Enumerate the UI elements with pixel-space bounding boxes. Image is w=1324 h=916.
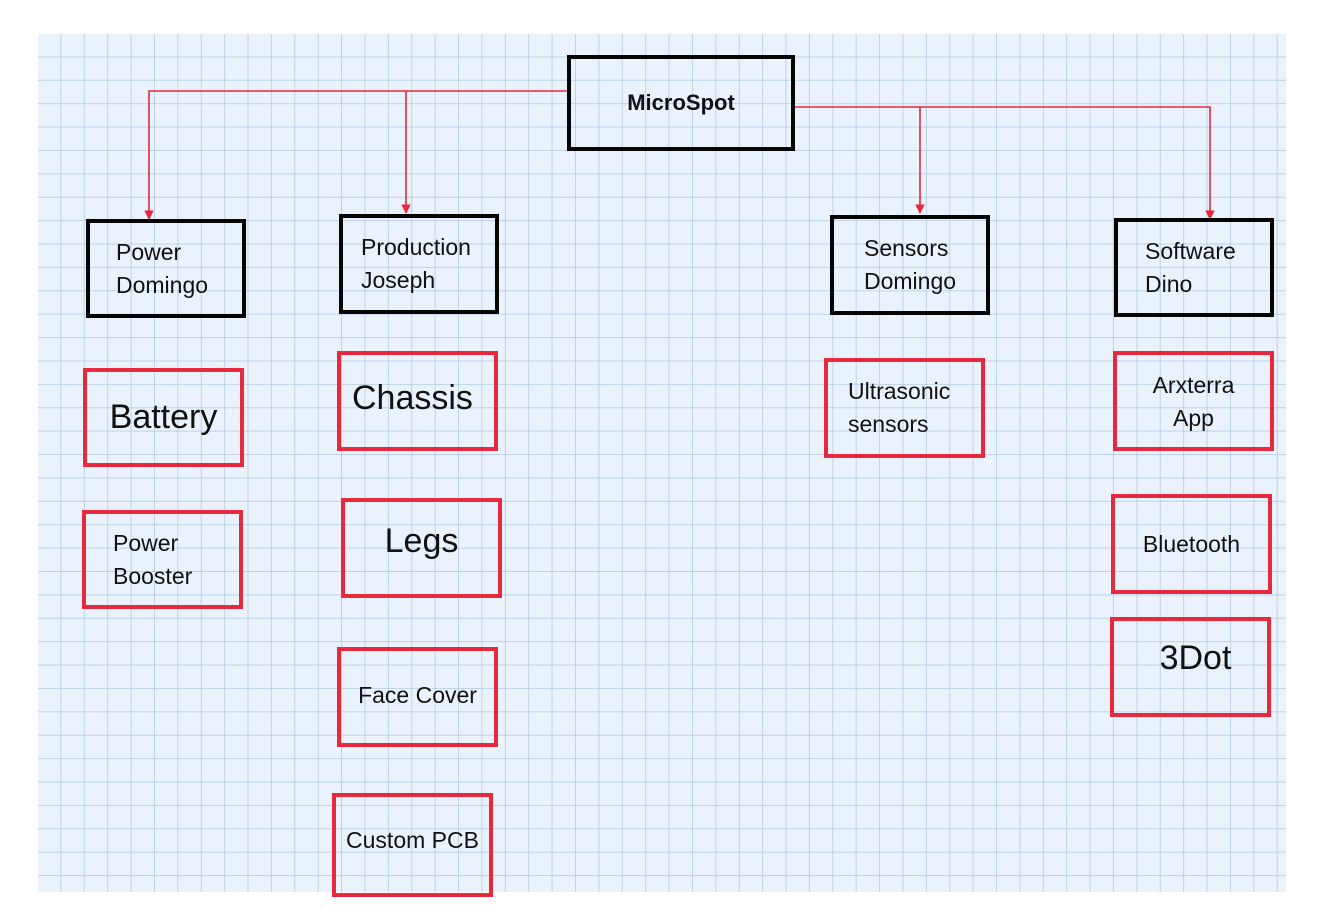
task-node-label-line2: Booster (113, 562, 193, 589)
task-node-label-line2: sensors (848, 411, 929, 437)
task-node-3dot[interactable]: 3Dot (1110, 617, 1271, 717)
task-node-label: Bluetooth (1142, 530, 1241, 557)
task-node-arxterra-app[interactable]: Arxterra App (1113, 351, 1274, 451)
task-node-bluetooth[interactable]: Bluetooth (1111, 494, 1272, 594)
task-node-label: Face Cover (358, 682, 477, 708)
task-node-power-booster[interactable]: Power Booster (82, 510, 243, 609)
team-node-title: Power (116, 238, 182, 265)
task-node-battery[interactable]: Battery (83, 368, 244, 467)
team-node-lead: Domingo (864, 268, 957, 294)
task-node-label: Power (113, 529, 179, 556)
task-node-label: Legs (384, 522, 459, 560)
task-node-label: 3Dot (1159, 639, 1232, 677)
team-node-title: Sensors (864, 235, 949, 261)
task-node-legs[interactable]: Legs (341, 498, 502, 598)
team-node-production[interactable]: Production Joseph (339, 214, 499, 314)
task-node-label: Arxterra (1152, 372, 1235, 398)
root-node-label: MicroSpot (627, 90, 735, 115)
task-node-label: Ultrasonic (848, 378, 951, 404)
team-node-lead: Domingo (116, 271, 209, 298)
team-node-lead: Joseph (361, 267, 436, 293)
team-node-title: Software (1145, 237, 1236, 264)
team-node-lead: Dino (1145, 270, 1193, 297)
root-node-microspot[interactable]: MicroSpot (567, 55, 795, 151)
task-node-ultrasonic-sensors[interactable]: Ultrasonic sensors (824, 358, 985, 458)
task-node-face-cover[interactable]: Face Cover (337, 647, 498, 747)
task-node-label-line2: App (1173, 405, 1214, 431)
task-node-label: Custom PCB (346, 827, 479, 853)
team-node-sensors[interactable]: Sensors Domingo (830, 215, 990, 315)
team-node-title: Production (361, 234, 471, 260)
task-node-custom-pcb[interactable]: Custom PCB (332, 793, 493, 897)
team-node-power[interactable]: Power Domingo (86, 219, 246, 318)
task-node-chassis[interactable]: Chassis (337, 351, 498, 451)
task-node-label: Battery (109, 398, 218, 436)
team-node-software[interactable]: Software Dino (1114, 218, 1274, 317)
task-node-label: Chassis (352, 379, 473, 417)
